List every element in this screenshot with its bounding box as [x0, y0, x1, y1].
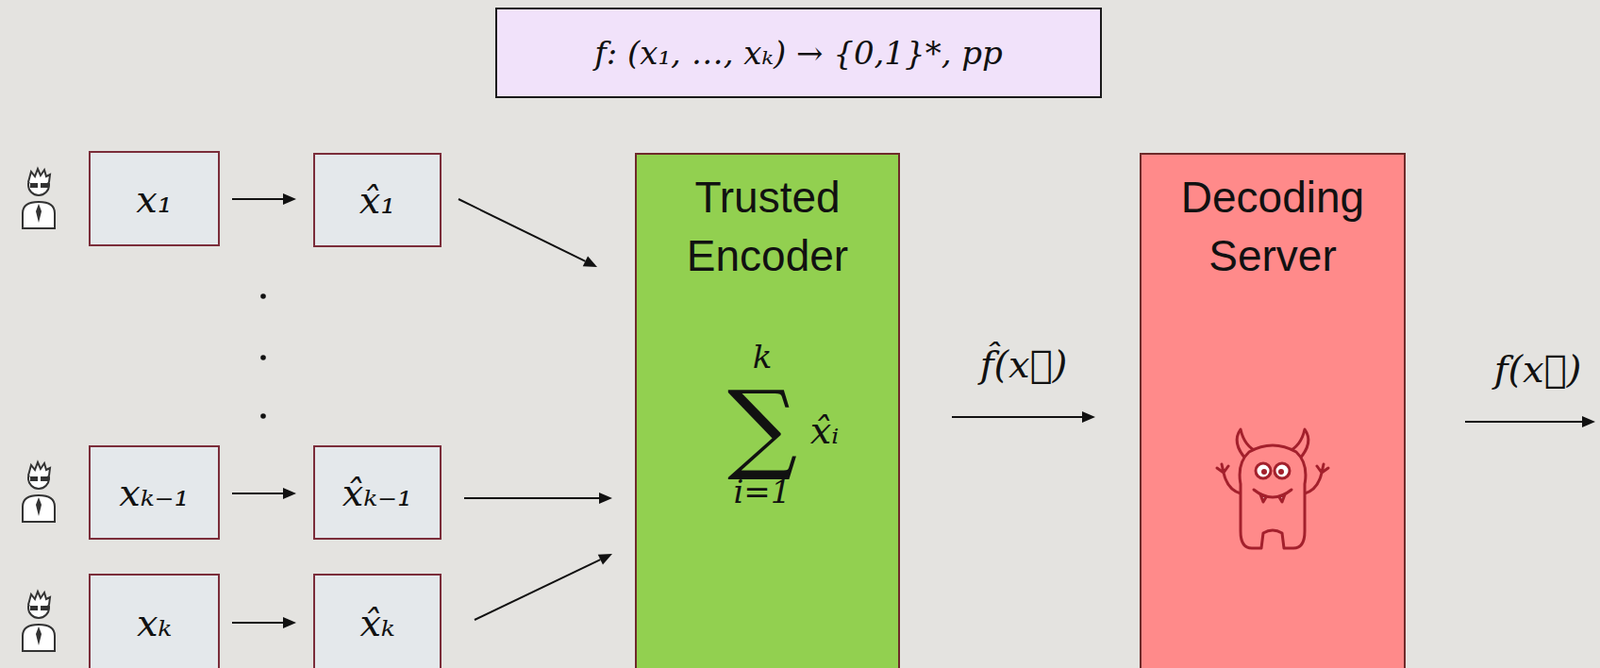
encoded-box: x̂₁: [313, 152, 442, 248]
arrow-connector: [458, 199, 598, 267]
encoded-box: x̂ₖ₋₁: [313, 445, 442, 540]
arrowhead: [599, 492, 613, 504]
edge-label: f̂(x⃗): [980, 341, 1068, 387]
person-icon-part: [40, 605, 49, 611]
output-arrow: [1465, 416, 1596, 428]
connector-line: [232, 621, 284, 624]
function-box: f: (x₁, …, xₖ) → {0,1}*, pp: [495, 7, 1102, 99]
arrowhead: [283, 487, 297, 500]
box-title: Trusted Encoder: [646, 167, 889, 285]
variable-label: x̂ₖ: [359, 600, 395, 645]
ellipsis-dots: [260, 293, 267, 419]
ellipsis-dots-part: [260, 413, 267, 419]
variable-label: xₖ: [136, 600, 172, 645]
monster-icon-part-part: [1239, 445, 1306, 549]
monster-icon-part-part: [1260, 494, 1285, 502]
variable-label: x̂ₖ₋₁: [342, 470, 413, 515]
connector-line: [232, 198, 284, 200]
person-icon-part: [22, 495, 55, 522]
connector-line: [474, 559, 600, 620]
arrow-connector: [232, 487, 297, 500]
arrowhead: [1082, 411, 1096, 423]
person-icon-part: [40, 476, 49, 482]
arrow-connector: [951, 411, 1096, 423]
person-icon-part: [30, 476, 38, 482]
person-icon-part: [30, 183, 38, 188]
person-icon-part: [22, 624, 55, 651]
variable-label: x̂₁: [359, 178, 397, 222]
server-box: Decoding Server: [1139, 152, 1406, 668]
monster-icon-part: [1216, 429, 1329, 549]
connector-line: [232, 492, 284, 495]
sum-upper-bound: k: [752, 340, 773, 373]
monster-icon: [1206, 425, 1339, 558]
encoded-box: x̂ₖ: [313, 573, 442, 668]
person-icon: [22, 462, 55, 522]
encoder-box: Trusted Encoder k ∑i=1 x̂ᵢ: [634, 152, 900, 668]
ellipsis-dots-part: [260, 293, 267, 300]
arrowhead: [283, 193, 297, 205]
monster-icon-part-part: [1278, 468, 1284, 475]
sum-lower-bound: i=1: [733, 475, 792, 508]
person-icon-part: [22, 201, 55, 229]
input-box: x₁: [88, 150, 220, 247]
arrow-connector: [464, 492, 613, 504]
sum-symbol: ∑: [727, 377, 798, 476]
variable-label: xₖ₋₁: [118, 470, 189, 515]
arrowhead: [583, 255, 598, 267]
arrow-connector: [474, 553, 613, 620]
person-icon: [22, 168, 55, 229]
person-icon-part: [35, 203, 42, 223]
sum-term: x̂ᵢ: [810, 411, 840, 450]
input-box: xₖ: [88, 573, 220, 668]
output-arrow-part: [1582, 416, 1596, 428]
connector-line: [458, 199, 585, 262]
monster-icon-part-part: [1304, 464, 1329, 494]
person-icon-part: [35, 497, 42, 517]
person-icon-part: [40, 183, 49, 188]
person-icon-part: [28, 462, 50, 476]
arrowhead: [598, 553, 613, 565]
input-box: xₖ₋₁: [88, 445, 220, 540]
connector-line: [951, 416, 1083, 418]
function-signature: f: (x₁, …, xₖ) → {0,1}*, pp: [594, 33, 1003, 72]
arrow-connector: [232, 193, 297, 205]
person-icon-part: [30, 605, 38, 611]
variable-label: x₁: [135, 177, 173, 221]
person-icon-part: [35, 626, 42, 646]
box-title: Decoding Server: [1150, 167, 1395, 285]
connector-line: [464, 497, 600, 500]
person-icon-part: [28, 591, 50, 605]
monster-icon-part-part: [1274, 463, 1290, 479]
arrow-connector: [232, 616, 297, 629]
monster-icon-part-part: [1216, 464, 1241, 494]
output-arrow-part: [1465, 420, 1583, 423]
arrowhead: [283, 616, 297, 629]
monster-icon-part-part: [1255, 463, 1271, 479]
person-icon-part: [28, 168, 50, 183]
ellipsis-dots-part: [260, 354, 267, 361]
output-label: f(x⃗): [1494, 346, 1583, 392]
monster-icon-part-part: [1261, 468, 1267, 475]
person-icon: [22, 591, 55, 651]
